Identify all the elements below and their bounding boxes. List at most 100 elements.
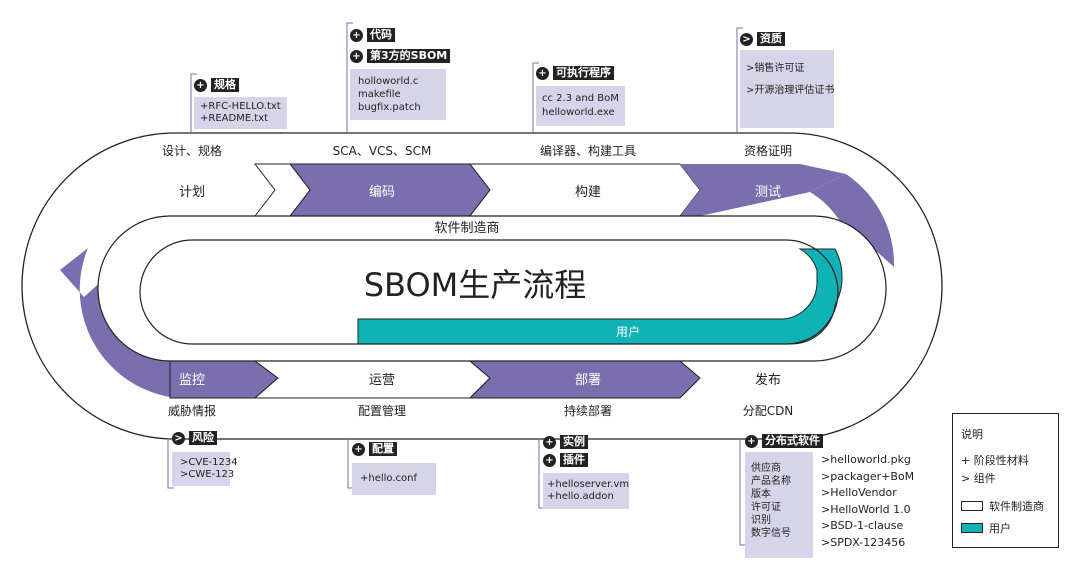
card-config: + 配置 +hello.conf bbox=[352, 440, 436, 495]
stage-operate-sub: 配置管理 bbox=[358, 403, 406, 418]
legend-item-vendor: 软件制造商 bbox=[961, 498, 1044, 514]
card-deploy-body: +helloserver.vm +hello.addon bbox=[543, 473, 629, 509]
plus-icon: + bbox=[194, 78, 207, 92]
card-spec-body: +RFC-HELLO.txt +README.txt bbox=[194, 97, 287, 129]
user-band bbox=[357, 248, 843, 345]
card-code-title: 代码 bbox=[367, 28, 395, 42]
card-build-title: 可执行程序 bbox=[553, 66, 614, 80]
chevron-right-icon: > bbox=[172, 431, 185, 445]
legend-item-component: > 组件 bbox=[961, 472, 996, 485]
inner-vendor-label: 软件制造商 bbox=[434, 221, 499, 236]
card-deploy-title: 实例 bbox=[560, 435, 588, 449]
card-dist-values: >helloworld.pkg >packager+BoM >HelloVend… bbox=[813, 452, 914, 558]
legend-item-user: 用户 bbox=[961, 520, 1011, 536]
stage-release-label: 发布 bbox=[755, 372, 781, 388]
card-spec: + 规格 +RFC-HELLO.txt +README.txt bbox=[194, 76, 287, 129]
plus-icon: + bbox=[350, 49, 363, 63]
card-dist: +分布式软件 供应商 产品名称 版本 许可证 识别 数字信号 >hellowor… bbox=[745, 432, 914, 558]
chevron-right-icon: > bbox=[740, 32, 753, 46]
list-item: >HelloVendor bbox=[821, 486, 897, 499]
list-item: >销售许可证 bbox=[746, 63, 805, 74]
stage-release-sub: 分配CDN bbox=[743, 404, 794, 418]
list-item: helloworld.exe bbox=[542, 107, 615, 118]
plus-icon: + bbox=[543, 453, 556, 467]
plus-icon: + bbox=[543, 435, 556, 449]
list-item: >HelloWorld 1.0 bbox=[821, 502, 911, 516]
list-item: +RFC-HELLO.txt bbox=[200, 101, 281, 112]
card-config-title: 配置 bbox=[369, 442, 397, 456]
list-item: >SPDX-123456 bbox=[821, 535, 906, 549]
plus-icon: + bbox=[350, 28, 363, 42]
risk-bracket bbox=[167, 438, 174, 489]
card-dist-keys: 供应商 产品名称 版本 许可证 识别 数字信号 bbox=[745, 452, 813, 558]
list-item: 版本 bbox=[751, 489, 771, 500]
stage-monitor-sub: 威胁情报 bbox=[168, 403, 216, 418]
card-deploy: + 实例 + 插件 +helloserver.vm +hello.addon bbox=[543, 433, 629, 509]
stage-build-label: 构建 bbox=[575, 185, 601, 200]
stage-code-sub: SCA、VCS、SCM bbox=[333, 144, 432, 158]
list-item: >helloworld.pkg bbox=[821, 453, 911, 466]
card-qual-title: 资质 bbox=[757, 32, 785, 46]
spec-bracket bbox=[190, 73, 197, 132]
card-code: + 代码 + 第3方的SBOM holloworld.c makefile bugf… bbox=[350, 26, 451, 120]
card-deploy-title-2: 插件 bbox=[560, 453, 588, 467]
legend-vendor-label: 软件制造商 bbox=[989, 500, 1044, 513]
dist-bracket bbox=[739, 438, 746, 546]
stage-monitor-label: 监控 bbox=[179, 373, 205, 388]
list-item: >packager+BoM bbox=[821, 469, 915, 483]
list-item: bugfix.patch bbox=[358, 102, 421, 113]
card-config-body: +hello.conf bbox=[352, 463, 436, 495]
center-capsule bbox=[139, 239, 839, 345]
card-dist-title: 分布式软件 bbox=[762, 434, 823, 448]
legend: 说明 + 阶段性材料 > 组件 软件制造商 用户 bbox=[952, 413, 1059, 548]
list-item: >BSD-1-clause bbox=[821, 519, 904, 532]
card-qual-body: >销售许可证 >开源治理评估证书 bbox=[740, 50, 834, 128]
stage-operate-label: 运营 bbox=[369, 373, 395, 388]
list-item: cc 2.3 and BoM bbox=[542, 93, 619, 104]
list-item: +hello.conf bbox=[360, 473, 418, 484]
list-item: 产品名称 bbox=[751, 476, 791, 487]
list-item: 识别 bbox=[751, 515, 771, 526]
stage-deploy-sub: 持续部署 bbox=[564, 403, 612, 418]
list-item: holloworld.c bbox=[358, 76, 419, 87]
list-item: +hello.addon bbox=[547, 491, 614, 502]
code-bracket bbox=[346, 22, 353, 132]
list-item: 数字信号 bbox=[751, 528, 791, 539]
stage-test-sub: 资格证明 bbox=[744, 143, 792, 158]
card-code-title-2: 第3方的SBOM bbox=[367, 49, 451, 63]
card-risk-body: >CVE-1234 >CWE-123 bbox=[172, 452, 238, 486]
user-swatch bbox=[961, 523, 983, 533]
stage-test-label: 测试 bbox=[755, 185, 781, 200]
card-qual: > 资质 >销售许可证 >开源治理评估证书 bbox=[740, 30, 834, 128]
list-item: 供应商 bbox=[751, 463, 781, 474]
stage-test-arrow bbox=[680, 164, 846, 216]
list-item: >开源治理评估证书 bbox=[746, 85, 835, 96]
legend-user-label: 用户 bbox=[989, 522, 1011, 535]
card-risk: > 风险 >CVE-1234 >CWE-123 bbox=[172, 429, 238, 486]
list-item: >CWE-123 bbox=[180, 469, 235, 480]
card-risk-title: 风险 bbox=[189, 431, 217, 445]
plus-icon: + bbox=[536, 66, 549, 80]
inner-user-label: 用户 bbox=[616, 324, 640, 339]
stage-deploy-label: 部署 bbox=[575, 373, 601, 388]
card-build-body: cc 2.3 and BoM helloworld.exe bbox=[536, 86, 625, 126]
list-item: makefile bbox=[358, 89, 401, 100]
card-spec-title: 规格 bbox=[211, 78, 239, 92]
vendor-swatch bbox=[961, 501, 983, 511]
list-item: +helloserver.vm bbox=[547, 479, 630, 490]
list-item: 许可证 bbox=[751, 502, 781, 513]
test-arc bbox=[810, 174, 895, 267]
legend-title: 说明 bbox=[961, 428, 983, 441]
stage-plan-label: 计划 bbox=[179, 185, 205, 200]
stage-build-sub: 编译器、构建工具 bbox=[540, 143, 636, 158]
list-item: +README.txt bbox=[200, 113, 269, 124]
stage-code-label: 编码 bbox=[369, 185, 395, 200]
card-code-body: holloworld.c makefile bugfix.patch bbox=[350, 69, 446, 120]
plus-icon: + bbox=[352, 442, 365, 456]
card-build: + 可执行程序 cc 2.3 and BoM helloworld.exe bbox=[536, 64, 625, 126]
list-item: >CVE-1234 bbox=[180, 457, 238, 468]
stage-plan-sub: 设计、规格 bbox=[162, 143, 222, 158]
qual-bracket bbox=[736, 27, 743, 132]
diagram-title: SBOM生产流程 bbox=[364, 266, 587, 304]
